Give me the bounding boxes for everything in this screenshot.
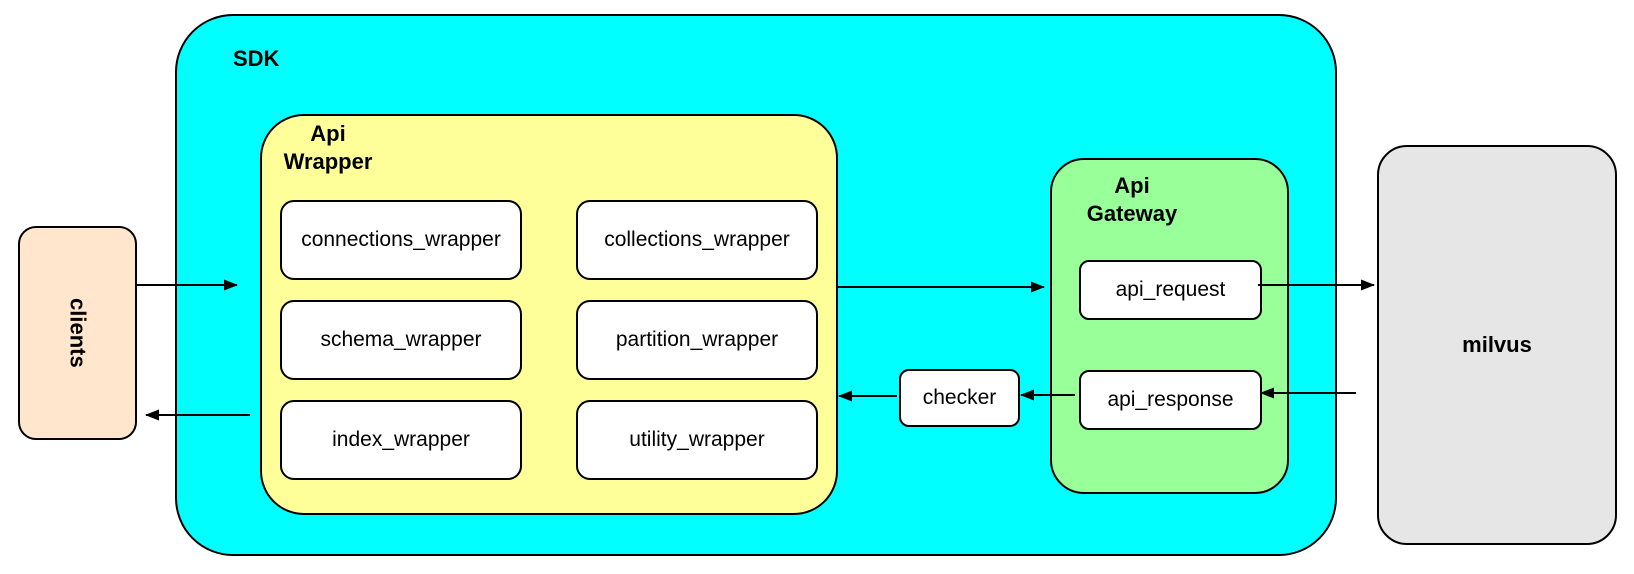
node-schema-wrapper: schema_wrapper bbox=[280, 300, 522, 380]
node-api-wrapper: Api Wrapper connections_wrapper collecti… bbox=[260, 114, 838, 515]
api-gateway-label-line1: Api bbox=[1114, 173, 1150, 198]
api-wrapper-label-line1: Api bbox=[310, 121, 346, 146]
node-clients: clients bbox=[18, 226, 137, 440]
node-milvus: milvus bbox=[1377, 145, 1617, 545]
node-index-wrapper: index_wrapper bbox=[280, 400, 522, 480]
node-clients-label: clients bbox=[65, 298, 91, 368]
node-api-gateway-label: Api Gateway bbox=[1074, 172, 1190, 228]
node-checker: checker bbox=[899, 369, 1020, 427]
node-api-gateway: Api Gateway api_request api_response bbox=[1050, 158, 1289, 494]
node-sdk: SDK Api Wrapper connections_wrapper coll… bbox=[175, 14, 1337, 556]
api-wrapper-label-line2: Wrapper bbox=[283, 149, 373, 174]
api-gateway-label-line2: Gateway bbox=[1086, 201, 1178, 226]
node-collections-wrapper: collections_wrapper bbox=[576, 200, 818, 280]
api-wrapper-module-grid: connections_wrapper collections_wrapper … bbox=[280, 200, 818, 480]
node-milvus-label: milvus bbox=[1462, 332, 1532, 357]
node-api-response: api_response bbox=[1079, 370, 1262, 430]
node-api-wrapper-label: Api Wrapper bbox=[268, 120, 388, 176]
node-connections-wrapper: connections_wrapper bbox=[280, 200, 522, 280]
node-sdk-label: SDK bbox=[233, 46, 280, 71]
node-partition-wrapper: partition_wrapper bbox=[576, 300, 818, 380]
node-api-request: api_request bbox=[1079, 260, 1262, 320]
node-utility-wrapper: utility_wrapper bbox=[576, 400, 818, 480]
